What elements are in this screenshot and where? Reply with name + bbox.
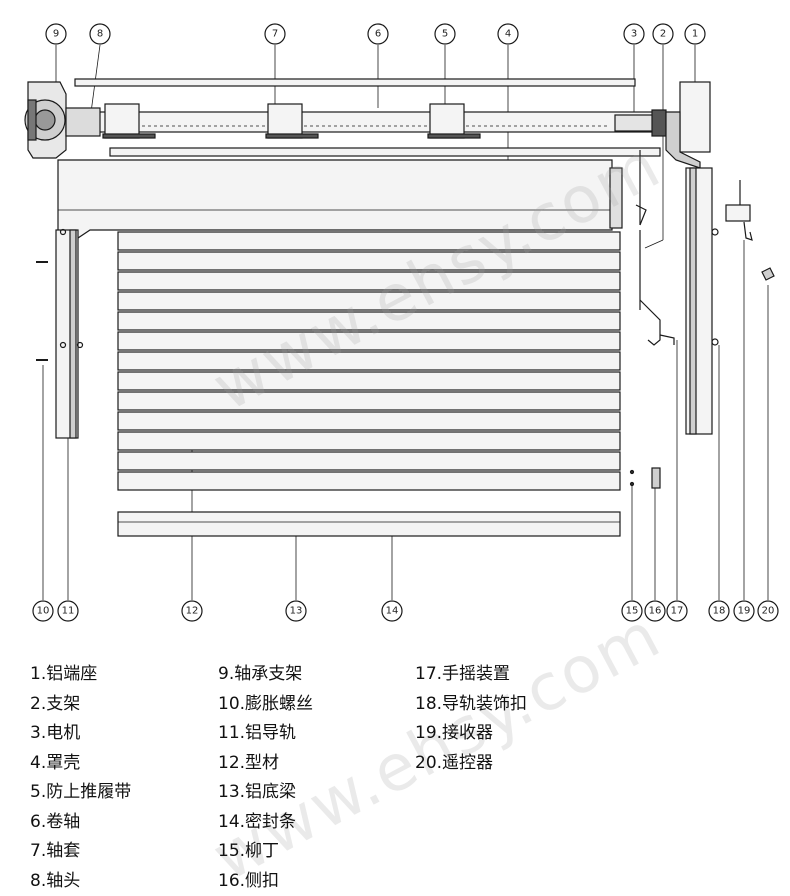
callout-16: 16 <box>649 606 662 617</box>
callout-14: 14 <box>386 606 399 617</box>
hood-cover <box>110 148 660 156</box>
legend-column-2: 9.轴承支架 10.膨胀螺丝 11.铝导轨 12.型材 13.铝底梁 14.密封… <box>218 660 313 896</box>
left-end-seat <box>25 82 66 158</box>
roller-shaft <box>66 112 656 132</box>
receiver <box>726 180 752 240</box>
legend-item: 1.铝端座 <box>30 660 131 690</box>
callout-1: 1 <box>692 29 698 40</box>
legend-item: 6.卷轴 <box>30 808 131 838</box>
callout-18: 18 <box>713 606 726 617</box>
callout-4: 4 <box>505 29 511 40</box>
legend-item: 4.罩壳 <box>30 749 131 779</box>
remote-control <box>762 268 774 280</box>
callout-3: 3 <box>631 29 637 40</box>
legend-item: 10.膨胀螺丝 <box>218 690 313 720</box>
rolling-shutter-diagram: 9 8 7 6 5 4 3 2 1 10 11 12 13 14 15 16 1… <box>0 0 790 640</box>
legend-item: 8.轴头 <box>30 867 131 896</box>
hood-front <box>58 160 612 238</box>
bottom-callouts <box>33 601 778 621</box>
legend-item: 16.侧扣 <box>218 867 313 896</box>
legend-item: 15.柳丁 <box>218 837 313 867</box>
legend-item: 19.接收器 <box>415 719 527 749</box>
legend-column-3: 17.手摇装置 18.导轨装饰扣 19.接收器 20.遥控器 <box>415 660 527 778</box>
legend-item: 11.铝导轨 <box>218 719 313 749</box>
legend-item: 13.铝底梁 <box>218 778 313 808</box>
legend-item: 18.导轨装饰扣 <box>415 690 527 720</box>
parts-legend: 1.铝端座 2.支架 3.电机 4.罩壳 5.防上推履带 6.卷轴 7.轴套 8… <box>30 660 770 885</box>
expansion-screws <box>36 262 48 360</box>
legend-item: 2.支架 <box>30 690 131 720</box>
rivet <box>631 471 634 486</box>
bottom-beam <box>118 512 620 536</box>
callout-10: 10 <box>37 606 50 617</box>
callout-17: 17 <box>671 606 684 617</box>
callout-13: 13 <box>290 606 303 617</box>
shaft-head <box>66 108 100 136</box>
callout-20: 20 <box>762 606 775 617</box>
callout-15: 15 <box>626 606 639 617</box>
legend-item: 5.防上推履带 <box>30 778 131 808</box>
top-rail <box>75 79 635 86</box>
callout-5: 5 <box>442 29 448 40</box>
hand-crank <box>636 150 674 345</box>
side-clip <box>652 468 660 488</box>
motor <box>615 115 655 131</box>
callout-6: 6 <box>375 29 381 40</box>
callout-8: 8 <box>97 29 103 40</box>
legend-column-1: 1.铝端座 2.支架 3.电机 4.罩壳 5.防上推履带 6.卷轴 7.轴套 8… <box>30 660 131 896</box>
right-guide-rail <box>686 168 718 434</box>
legend-item: 20.遥控器 <box>415 749 527 779</box>
callout-9: 9 <box>53 29 59 40</box>
legend-item: 12.型材 <box>218 749 313 779</box>
legend-item: 3.电机 <box>30 719 131 749</box>
callout-12: 12 <box>186 606 199 617</box>
legend-item: 7.轴套 <box>30 837 131 867</box>
callout-7: 7 <box>272 29 278 40</box>
legend-item: 17.手摇装置 <box>415 660 527 690</box>
right-end-seat <box>666 82 710 168</box>
legend-item: 14.密封条 <box>218 808 313 838</box>
callout-19: 19 <box>738 606 751 617</box>
shutter-slats <box>118 232 620 490</box>
left-guide-rail <box>56 230 83 439</box>
callout-2: 2 <box>660 29 666 40</box>
legend-item: 9.轴承支架 <box>218 660 313 690</box>
callout-11: 11 <box>62 606 75 617</box>
